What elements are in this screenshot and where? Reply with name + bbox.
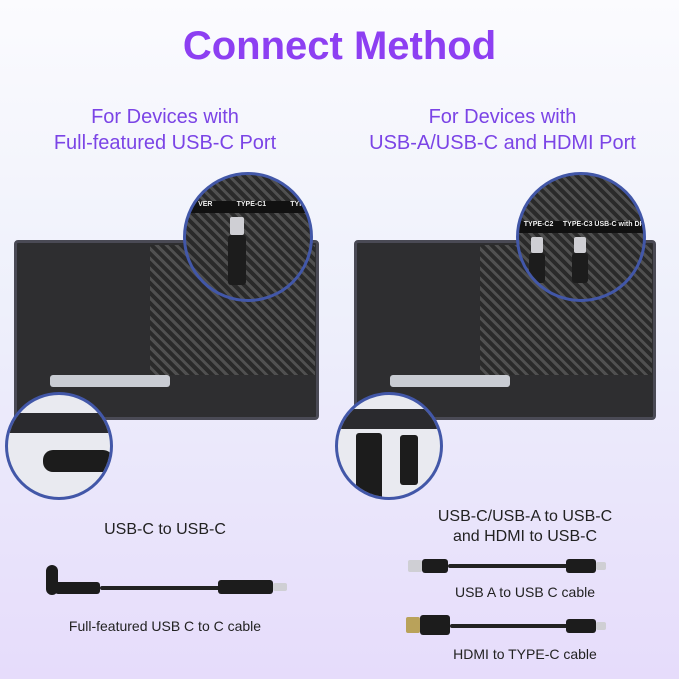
usb-c-plug bbox=[566, 559, 596, 573]
hdmi-plug bbox=[420, 615, 450, 635]
usb-a-plug bbox=[400, 435, 418, 485]
plug-body bbox=[55, 582, 100, 594]
laptop-port-edge bbox=[8, 413, 110, 433]
right-laptop-base bbox=[390, 375, 510, 387]
usb-c-tip bbox=[596, 622, 606, 630]
right-port-zoom-circle: TYPE-C2 TYPE-C3 USB-C with DP bbox=[516, 172, 646, 302]
right-subtitle-line2: USB-A/USB-C and HDMI Port bbox=[369, 132, 636, 154]
page-title: Connect Method bbox=[182, 24, 497, 68]
usb-c-tip bbox=[596, 562, 606, 570]
usb-c-plug bbox=[228, 235, 246, 285]
hdmi-cable bbox=[450, 624, 568, 628]
port-label: TYPE-C2 bbox=[523, 221, 554, 228]
usb-c-plug bbox=[566, 619, 596, 633]
usb-c-plug bbox=[529, 253, 545, 283]
left-port-label-strip: VER TYPE-C1 TYP bbox=[186, 201, 310, 213]
left-subtitle-line1: For Devices with bbox=[91, 106, 239, 128]
left-port-zoom-circle: VER TYPE-C1 TYP bbox=[183, 172, 313, 302]
left-laptop-port-circle bbox=[5, 392, 113, 500]
right-cable1-caption: USB A to USB C cable bbox=[454, 584, 596, 600]
usb-c-tip bbox=[531, 237, 543, 253]
right-port-label-strip: TYPE-C2 TYPE-C3 USB-C with DP bbox=[519, 221, 645, 233]
right-subtitle-line1: For Devices with bbox=[428, 106, 577, 128]
laptop-port-edge bbox=[338, 409, 440, 429]
left-laptop-base bbox=[50, 375, 170, 387]
usb-c-tip bbox=[273, 583, 287, 591]
left-cable-caption: Full-featured USB C to C cable bbox=[68, 618, 262, 634]
usb-a-tip bbox=[408, 560, 422, 572]
left-subtitle-line2: Full-featured USB-C Port bbox=[53, 132, 277, 154]
port-label: TYPE-C3 USB-C with DP bbox=[562, 221, 645, 228]
right-cable-title-line1: USB-C/USB-A to USB-C bbox=[437, 508, 613, 525]
usb-c-cable bbox=[100, 586, 220, 590]
usb-c-plug bbox=[218, 580, 273, 594]
port-label: TYP bbox=[290, 201, 304, 208]
right-laptop-port-circle bbox=[335, 392, 443, 500]
hdmi-plug bbox=[356, 433, 382, 497]
right-cable-title-line2: and HDMI to USB-C bbox=[452, 528, 598, 545]
usb-a-cable bbox=[448, 564, 568, 568]
right-cable-title: USB-C/USB-A to USB-C and HDMI to USB-C bbox=[390, 507, 660, 547]
right-cable2-caption: HDMI to TYPE-C cable bbox=[453, 646, 597, 662]
usb-c-right-angle-plug bbox=[43, 450, 110, 472]
usb-a-plug bbox=[422, 559, 448, 573]
hdmi-tip bbox=[406, 617, 420, 633]
port-label: TYPE-C1 bbox=[236, 201, 267, 208]
port-label: VER bbox=[198, 201, 213, 208]
left-cable-title: USB-C to USB-C bbox=[104, 521, 226, 538]
usb-c-tip bbox=[574, 237, 586, 253]
usb-c-plug bbox=[572, 253, 588, 283]
usb-c-tip bbox=[230, 217, 244, 235]
